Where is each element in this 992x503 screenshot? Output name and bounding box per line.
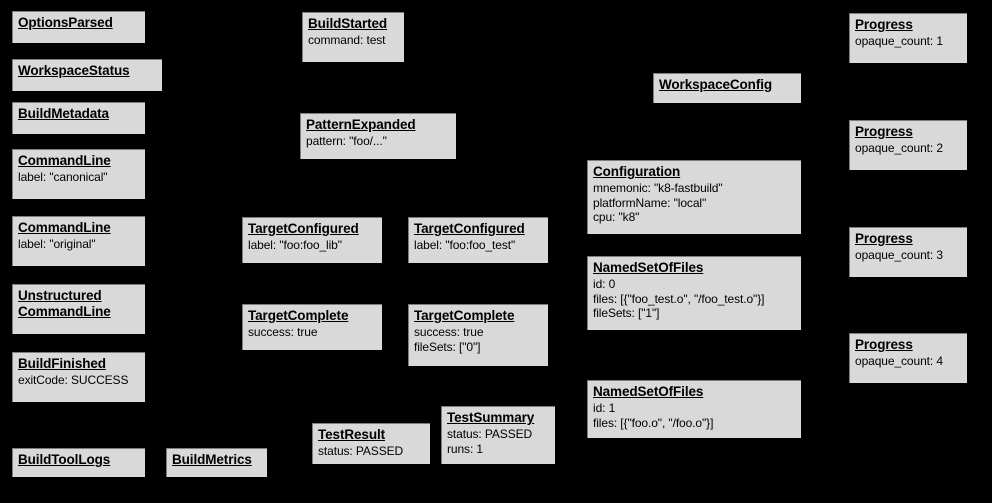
event-node-attribute: label: "foo:foo_lib" (248, 238, 342, 252)
event-node-attribute: command: test (308, 33, 386, 47)
event-node-title: Configuration (593, 164, 681, 179)
event-node-attribute: fileSets: ["1"] (593, 306, 660, 320)
event-node-attribute: opaque_count: 1 (855, 34, 943, 48)
event-node-title: NamedSetOfFiles (593, 384, 704, 399)
event-node-progress-1[interactable]: Progress opaque_count: 1 (848, 12, 968, 64)
event-node-attributes: label: "original" (18, 237, 139, 252)
event-node-title: Progress (855, 124, 913, 139)
event-node-command-line-original[interactable]: CommandLine label: "original" (11, 215, 146, 267)
event-node-build-finished[interactable]: BuildFinished exitCode: SUCCESS (11, 351, 146, 403)
event-node-title: TestSummary (447, 410, 535, 425)
event-node-attribute: opaque_count: 2 (855, 141, 943, 155)
event-node-attribute: label: "canonical" (18, 170, 108, 184)
event-node-attributes: label: "canonical" (18, 170, 139, 185)
event-node-title: BuildFinished (18, 356, 106, 371)
event-node-build-started[interactable]: BuildStarted command: test (301, 11, 405, 63)
event-node-attributes: opaque_count: 2 (855, 141, 961, 156)
event-node-attribute: pattern: "foo/..." (306, 134, 387, 148)
event-node-title: TargetConfigured (414, 221, 525, 236)
event-node-attributes: label: "foo:foo_lib" (248, 238, 376, 253)
event-node-title: TestResult (318, 427, 386, 442)
event-node-attributes: label: "foo:foo_test" (414, 238, 542, 253)
event-node-attribute: id: 0 (593, 277, 616, 291)
event-node-title: PatternExpanded (306, 117, 416, 132)
event-node-attribute: platformName: "local" (593, 195, 707, 210)
event-node-attribute: fileSets: ["0"] (414, 339, 481, 354)
event-node-attributes: pattern: "foo/..." (306, 134, 450, 149)
event-node-attributes: opaque_count: 4 (855, 354, 961, 369)
event-node-target-configured-foo-lib[interactable]: TargetConfigured label: "foo:foo_lib" (241, 216, 383, 264)
event-node-title: CommandLine (18, 153, 111, 168)
event-node-workspace-status[interactable]: WorkspaceStatus (11, 58, 163, 92)
event-node-title: CommandLine (18, 220, 111, 235)
event-node-attribute: id: 1 (593, 401, 616, 415)
event-node-configuration[interactable]: Configuration mnemonic: "k8-fastbuild"pla… (586, 159, 802, 235)
event-node-build-tool-logs[interactable]: BuildToolLogs (11, 447, 146, 478)
event-node-attributes: mnemonic: "k8-fastbuild"platformName: "l… (593, 181, 795, 225)
event-node-attributes: status: PASSED (318, 444, 424, 459)
event-node-pattern-expanded[interactable]: PatternExpanded pattern: "foo/..." (299, 112, 457, 160)
event-node-attribute: status: PASSED (447, 427, 533, 441)
event-node-title: TargetConfigured (248, 221, 359, 236)
event-node-title: BuildMetadata (18, 106, 109, 121)
event-node-build-metrics[interactable]: BuildMetrics (165, 447, 268, 478)
event-node-target-complete-lib[interactable]: TargetComplete success: true (241, 303, 383, 351)
event-node-title: Unstructured CommandLine (18, 288, 111, 319)
event-node-attribute: label: "foo:foo_test" (414, 238, 516, 252)
event-node-attribute: files: [{"foo_test.o", "/foo_test.o"}] (593, 291, 765, 306)
event-node-attribute: cpu: "k8" (593, 210, 640, 224)
event-node-title: WorkspaceConfig (659, 77, 773, 92)
event-node-title: TargetComplete (414, 308, 515, 323)
event-node-progress-3[interactable]: Progress opaque_count: 3 (848, 226, 968, 278)
event-node-title: WorkspaceStatus (18, 63, 130, 78)
event-node-command-line-canonical[interactable]: CommandLine label: "canonical" (11, 148, 146, 200)
event-node-attribute: mnemonic: "k8-fastbuild" (593, 181, 723, 195)
event-node-attributes: opaque_count: 3 (855, 248, 961, 263)
event-node-attributes: exitCode: SUCCESS (18, 373, 139, 388)
event-node-attribute: status: PASSED (318, 444, 404, 458)
event-node-attribute: success: true (414, 325, 484, 339)
event-node-options-parsed[interactable]: OptionsParsed (11, 10, 146, 44)
event-node-title: BuildMetrics (172, 452, 252, 467)
event-node-title: BuildStarted (308, 16, 388, 31)
event-node-title: OptionsParsed (18, 15, 113, 30)
event-node-target-configured-foo-test[interactable]: TargetConfigured label: "foo:foo_test" (407, 216, 549, 264)
event-node-title: Progress (855, 17, 913, 32)
event-node-test-result[interactable]: TestResult status: PASSED (311, 422, 431, 465)
event-node-workspace-config[interactable]: WorkspaceConfig (652, 72, 802, 104)
event-node-build-metadata[interactable]: BuildMetadata (11, 101, 146, 135)
event-node-attribute: opaque_count: 3 (855, 248, 943, 262)
event-node-attribute: label: "original" (18, 237, 96, 251)
event-node-title: TargetComplete (248, 308, 349, 323)
event-node-attributes: opaque_count: 1 (855, 34, 961, 49)
event-node-unstructured-command-line[interactable]: Unstructured CommandLine (11, 283, 146, 335)
event-node-progress-2[interactable]: Progress opaque_count: 2 (848, 119, 968, 171)
event-node-attributes: command: test (308, 33, 398, 48)
event-node-attributes: success: true (248, 325, 376, 340)
event-node-title: NamedSetOfFiles (593, 260, 704, 275)
event-node-title: Progress (855, 337, 913, 352)
event-node-attribute: runs: 1 (447, 441, 483, 456)
event-node-attribute: opaque_count: 4 (855, 354, 943, 368)
event-node-title: BuildToolLogs (18, 452, 111, 467)
event-node-attribute: exitCode: SUCCESS (18, 373, 129, 387)
event-node-attribute: success: true (248, 325, 318, 339)
event-node-progress-4[interactable]: Progress opaque_count: 4 (848, 332, 968, 384)
event-node-title: Progress (855, 231, 913, 246)
event-node-attribute: files: [{"foo.o", "/foo.o"}] (593, 415, 714, 430)
